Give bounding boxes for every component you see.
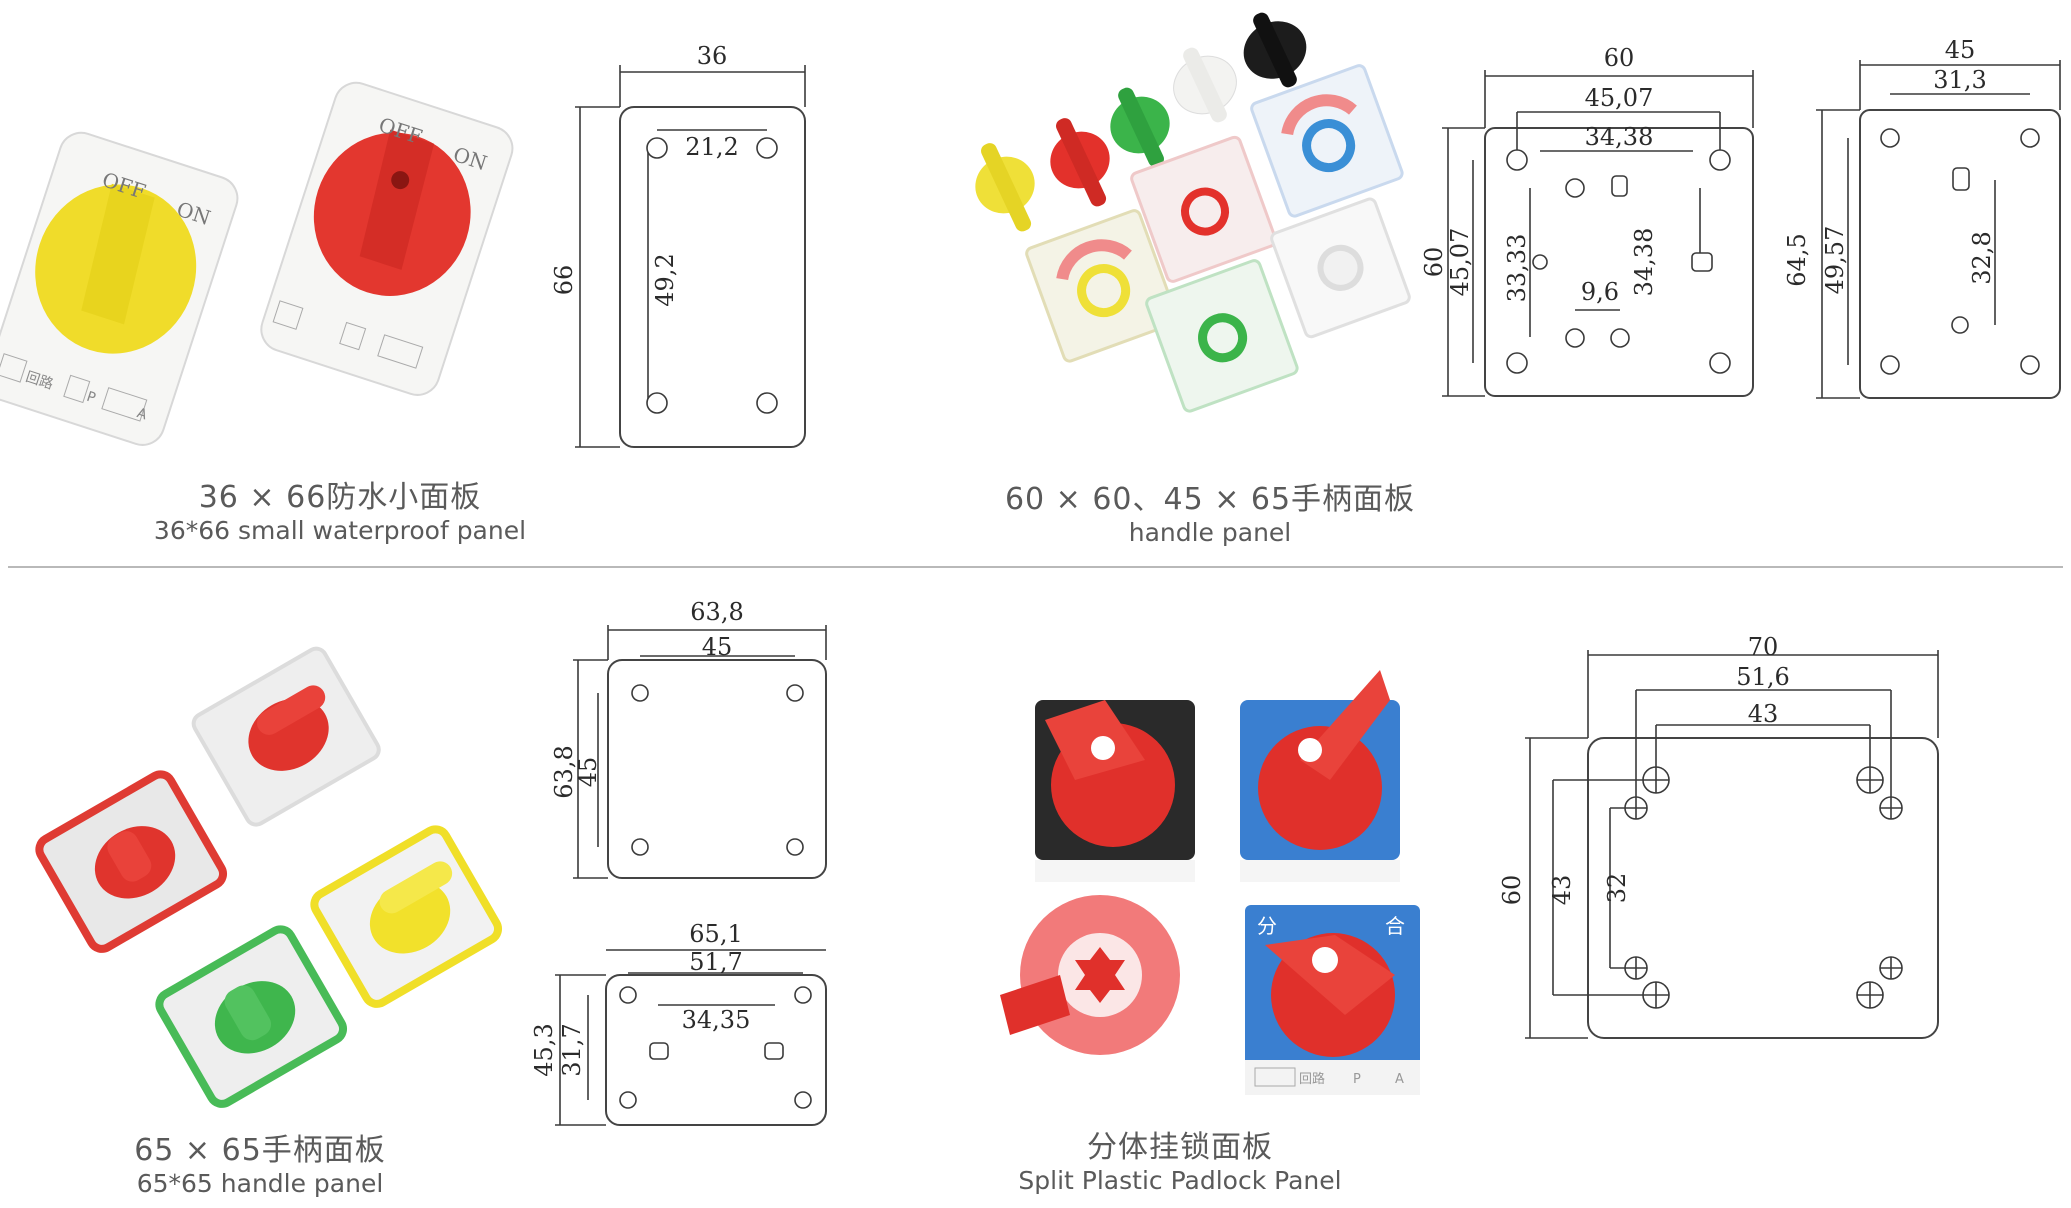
dim-height-3: 32 [1603, 873, 1631, 904]
caption-section-4: 分体挂锁面板 Split Plastic Padlock Panel [960, 1130, 1400, 1196]
caption-en: 65*65 handle panel [136, 1169, 384, 1198]
dim-height: 64,5 [1783, 233, 1811, 286]
dim-height-4: 34,38 [1630, 228, 1658, 297]
dim-width: 70 [1748, 633, 1779, 661]
dim-height: 66 [550, 265, 578, 296]
dim-height-2: 45,07 [1446, 228, 1474, 297]
dim-width: 63,8 [690, 598, 743, 626]
drawing-65x45: 65,1 51,7 34,35 45,3 31,7 [530, 920, 827, 1126]
caption-zh: 分体挂锁面板 [1087, 1130, 1273, 1165]
dim-width-2: 45 [702, 633, 733, 661]
dim-width-2: 31,3 [1933, 66, 1986, 94]
dim-height-2: 43 [1548, 875, 1576, 906]
dim-width-3: 34,35 [682, 1006, 751, 1034]
dim-height: 45,3 [530, 1023, 558, 1076]
drawing-36x66: 36 66 21,2 49,2 [550, 42, 806, 448]
drawing-63x63: 63,8 45 63,8 45 [550, 598, 827, 879]
dim-height: 60 [1420, 247, 1448, 278]
caption-zh: 60 × 60、45 × 65手柄面板 [1004, 482, 1416, 517]
dim-width-2: 51,6 [1736, 663, 1789, 691]
dim-height-3: 32,8 [1968, 231, 1996, 284]
circuit-label-2: 回路 [1299, 1071, 1325, 1087]
p-label-2: P [1353, 1072, 1361, 1087]
dim-width-2: 45,07 [1585, 84, 1654, 112]
dim-height: 60 [1498, 875, 1526, 906]
section-divider [8, 566, 2063, 568]
caption-en: 36*66 small waterproof panel [153, 516, 527, 545]
dim-gap: 9,6 [1581, 278, 1619, 306]
caption-en: handle panel [1128, 518, 1292, 547]
caption-zh: 36 × 66防水小面板 [198, 480, 482, 515]
fen-label: 分 [1257, 914, 1277, 938]
dim-height-3: 33,33 [1503, 234, 1531, 303]
padlock-panels-photo: 分 合 回路 P A [1000, 670, 1420, 1095]
red-waterproof-panel-photo: OFF ON [260, 81, 514, 396]
dim-width-2: 51,7 [689, 948, 742, 976]
drawing-45x65: 45 31,3 64,5 49,57 32,8 [1783, 36, 2061, 399]
handle-panels-collage-photo [975, 12, 1411, 413]
dim-height-2: 45 [574, 757, 602, 788]
dim-height-2: 49,57 [1821, 226, 1849, 295]
drawing-60x60: 60 45,07 34,38 60 45,07 33,33 34,38 9,6 [1420, 44, 1754, 397]
dim-width: 60 [1604, 44, 1635, 72]
dim-width: 45 [1945, 36, 1976, 64]
dim-height: 63,8 [550, 745, 578, 798]
dim-height-2: 31,7 [558, 1023, 586, 1076]
caption-section-1: 36 × 66防水小面板 36*66 small waterproof pane… [120, 480, 560, 546]
he-label: 合 [1385, 914, 1405, 938]
dim-hole-width: 21,2 [685, 133, 738, 161]
yellow-waterproof-panel-photo: OFF ON 回路 P A [0, 131, 239, 446]
caption-en: Split Plastic Padlock Panel [1018, 1166, 1342, 1195]
drawing-70x60: 70 51,6 43 60 43 32 [1498, 633, 1939, 1039]
dim-width-3: 43 [1748, 700, 1779, 728]
caption-section-3: 65 × 65手柄面板 65*65 handle panel [60, 1133, 460, 1199]
dim-width-3: 34,38 [1585, 123, 1654, 151]
handle-panels-65-photo [35, 646, 503, 1108]
a-label-2: A [1395, 1072, 1404, 1087]
caption-zh: 65 × 65手柄面板 [134, 1133, 386, 1168]
dim-hole-height: 49,2 [651, 253, 679, 306]
dim-width: 65,1 [689, 920, 742, 948]
dim-width: 36 [697, 42, 728, 70]
caption-section-2: 60 × 60、45 × 65手柄面板 handle panel [960, 482, 1460, 548]
